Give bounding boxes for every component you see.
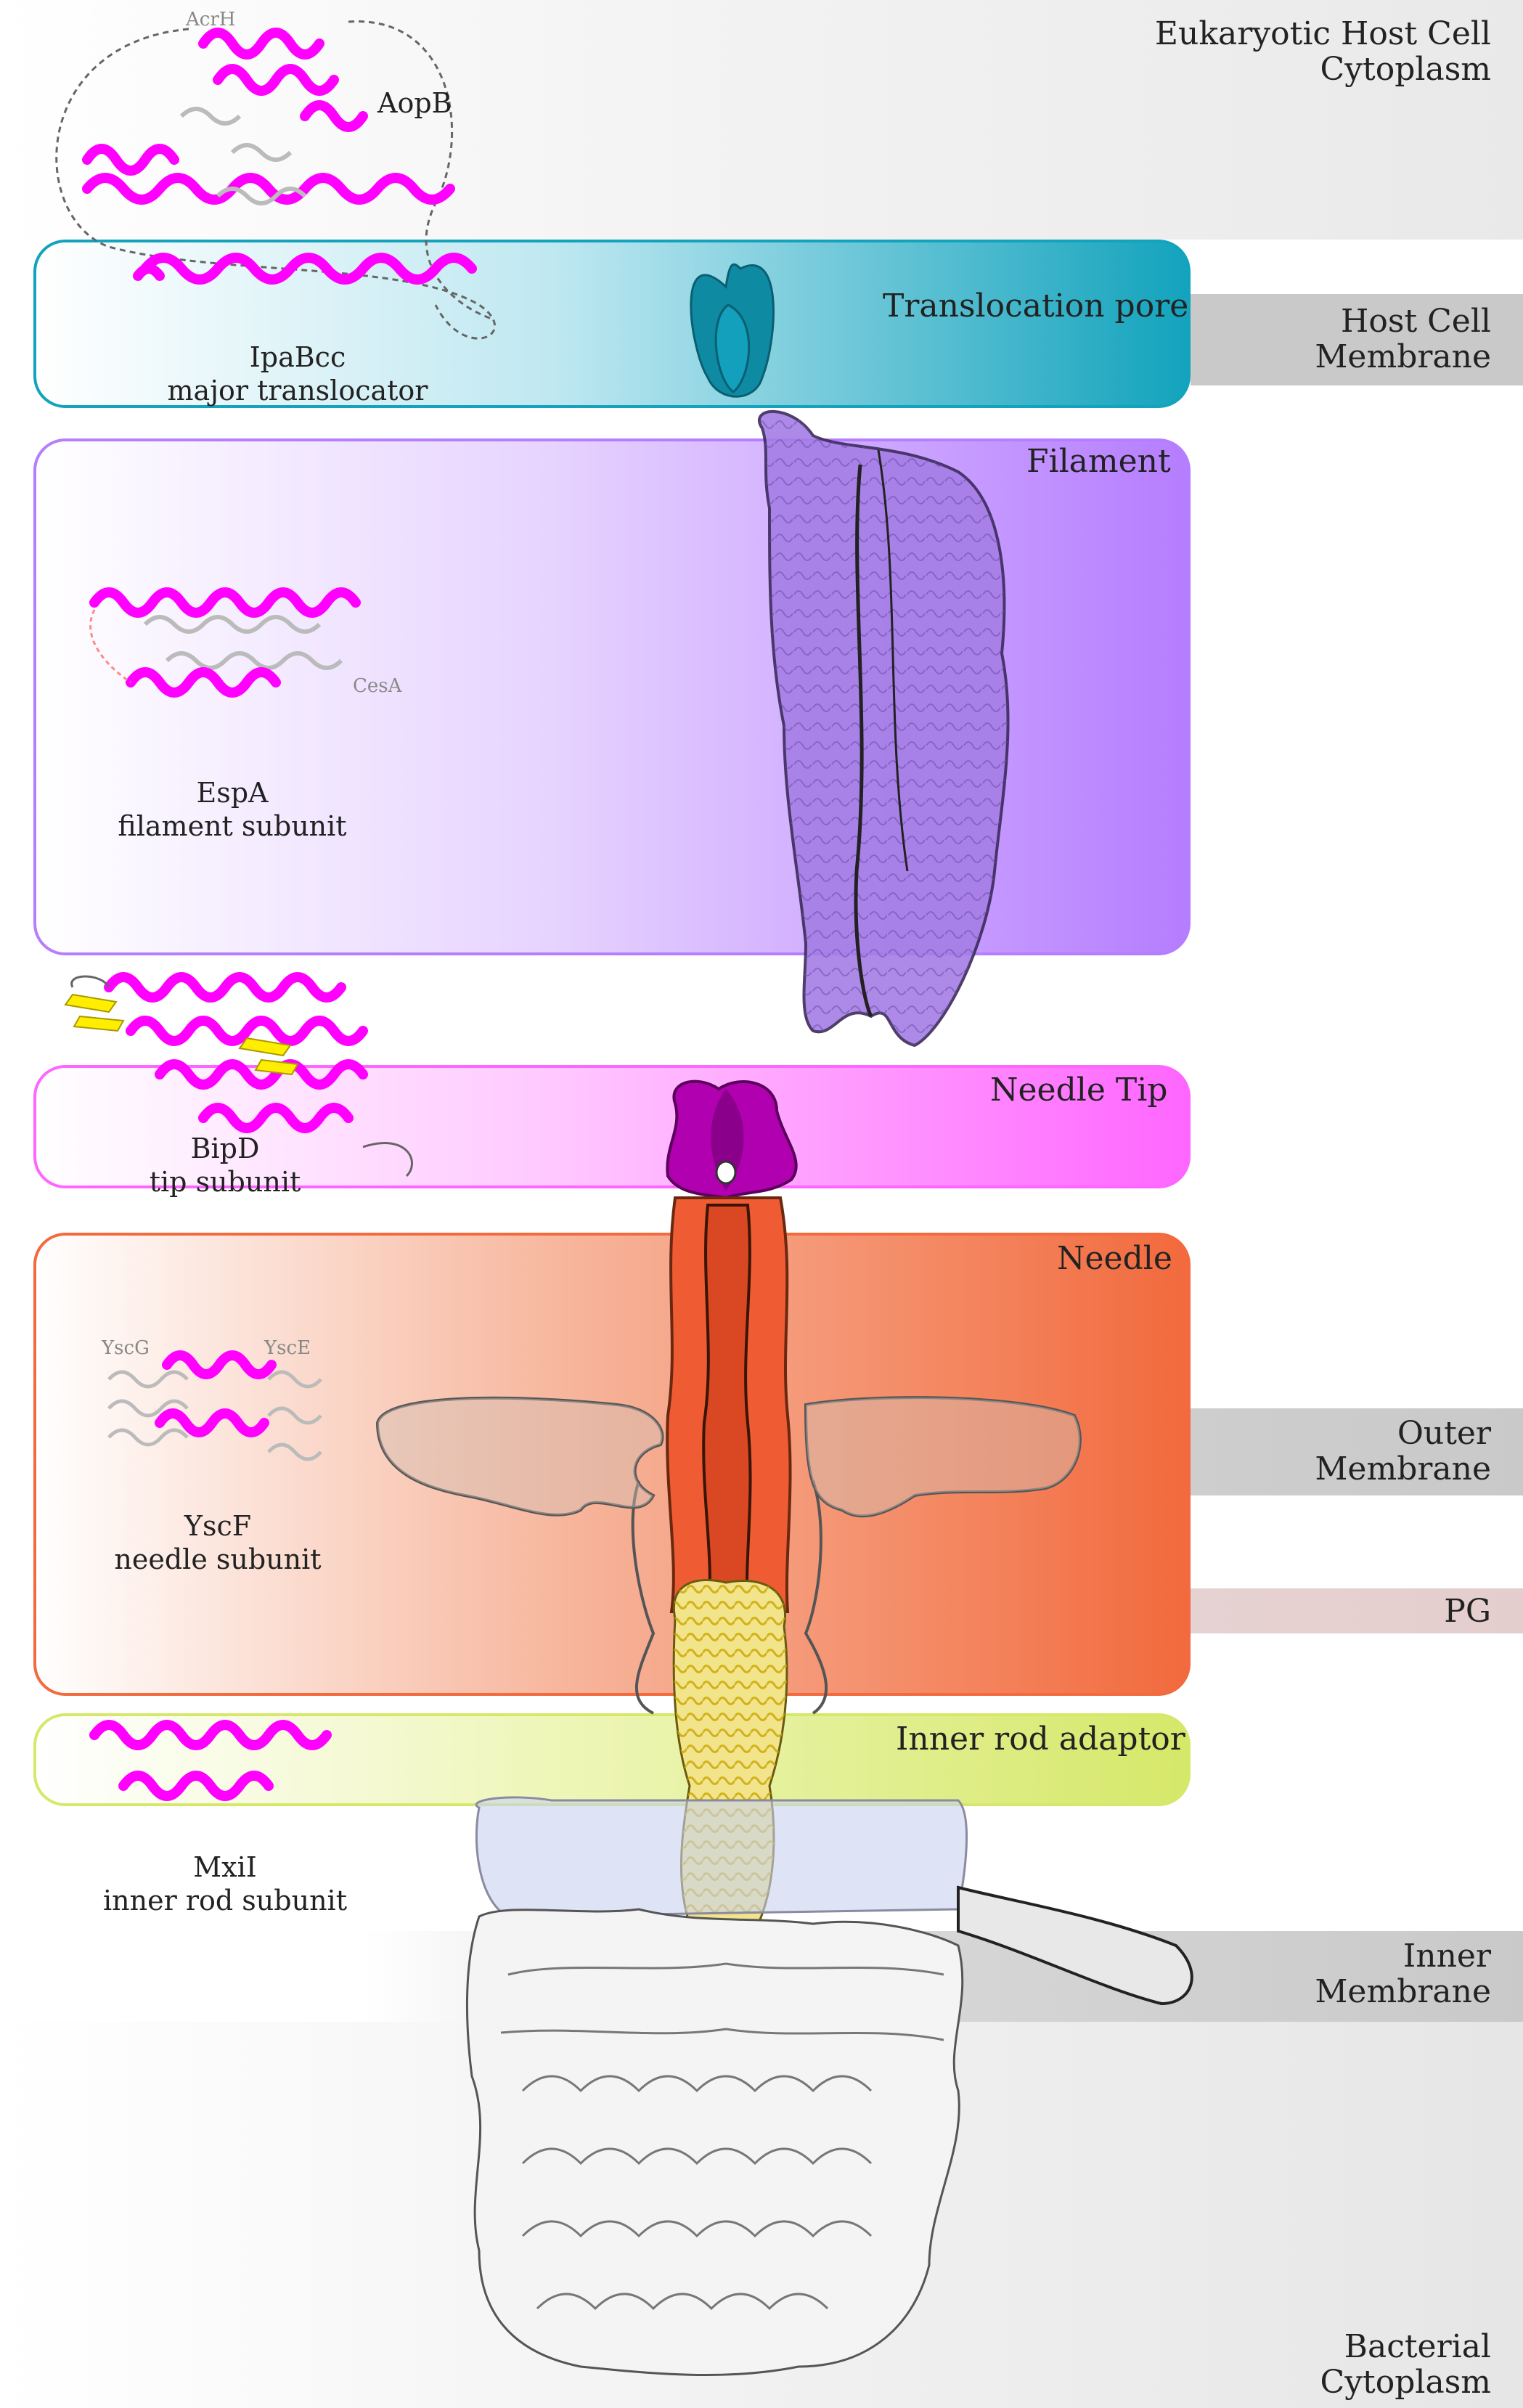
- label-ysce: YscE: [264, 1337, 311, 1359]
- ipabcc-structure: [55, 20, 497, 340]
- label-host-membrane: Host Cell Membrane: [1315, 303, 1491, 376]
- label-pg: PG: [1444, 1593, 1491, 1630]
- bipd-structure: [64, 972, 413, 1178]
- title-needle: Needle: [1057, 1240, 1172, 1277]
- filament-structure: [758, 409, 1010, 1048]
- label-bipd: BipD tip subunit: [149, 1132, 301, 1198]
- inner-ring-arm: [957, 1885, 1193, 2006]
- label-outer-membrane: Outer Membrane: [1315, 1415, 1491, 1488]
- label-inner-membrane: Inner Membrane: [1315, 1938, 1491, 2011]
- espa-structure: [89, 587, 361, 698]
- label-bacterial-cytoplasm: Bacterial Cytoplasm: [1320, 2328, 1491, 2401]
- needle-tip-shape: [666, 1079, 798, 1200]
- title-translocation-pore: Translocation pore: [883, 287, 1189, 325]
- mxil-structure: [89, 1720, 332, 1801]
- needle-tube: [666, 1196, 792, 1613]
- export-apparatus: [475, 1796, 968, 1918]
- label-espa: EspA filament subunit: [118, 777, 347, 842]
- label-mxil: MxiI inner rod subunit: [103, 1851, 347, 1917]
- label-yscf: YscF needle subunit: [114, 1510, 322, 1575]
- title-inner-rod-adaptor: Inner rod adaptor: [896, 1721, 1185, 1758]
- cytoplasmic-complex: [465, 1908, 964, 2377]
- basal-body-outline: [375, 1396, 1082, 1715]
- host-membrane-band: [1191, 294, 1523, 385]
- translocation-pore-shape: [690, 263, 775, 398]
- translocation-pore-panel: [33, 240, 1191, 408]
- label-ipabcc: IpaBcc major translocator: [167, 341, 428, 407]
- yscf-structure: [107, 1350, 322, 1461]
- title-needle-tip: Needle Tip: [990, 1072, 1168, 1109]
- needle-panel: [33, 1233, 1191, 1696]
- title-filament: Filament: [1026, 443, 1171, 480]
- label-host-cytoplasm: Eukaryotic Host Cell Cytoplasm: [1154, 15, 1491, 89]
- label-acrh: AcrH: [186, 9, 236, 30]
- label-cesa: CesA: [353, 675, 402, 697]
- outer-ring-right: [806, 1397, 1080, 1517]
- label-aopb: AopB: [377, 87, 452, 119]
- outer-ring-left: [377, 1397, 663, 1515]
- needle-tip-panel: [33, 1065, 1191, 1188]
- label-yscg: YscG: [102, 1337, 150, 1359]
